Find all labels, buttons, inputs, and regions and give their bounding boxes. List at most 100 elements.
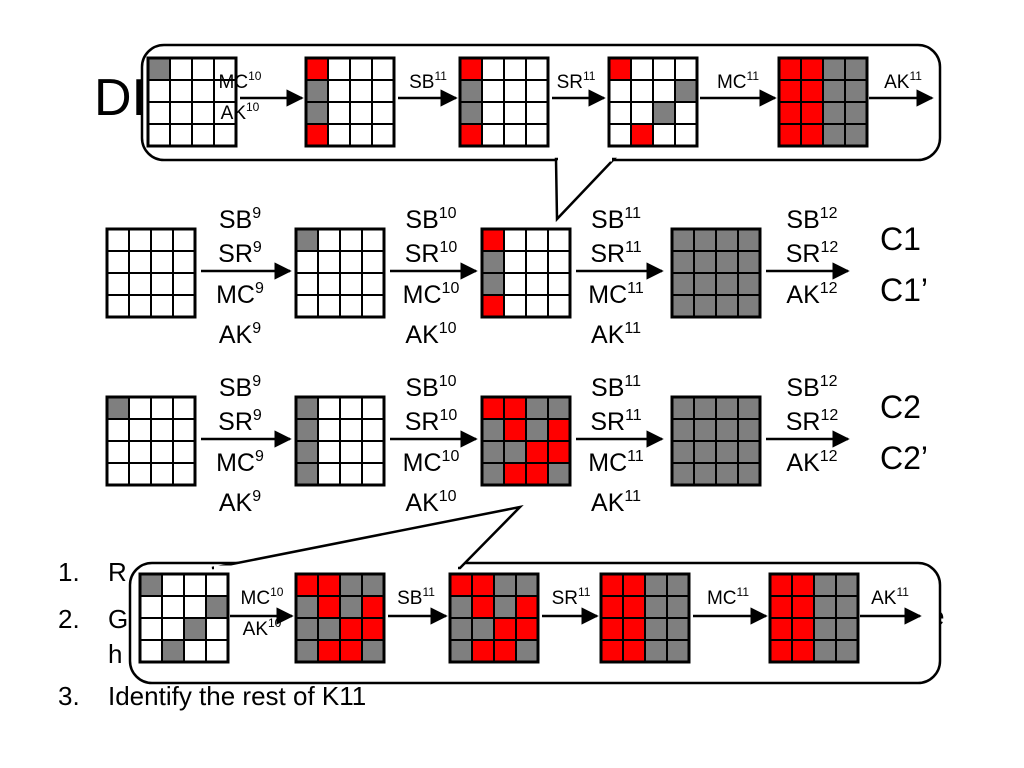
op-label: SB11: [397, 585, 435, 609]
state-cell: [349, 101, 373, 125]
state-cell: [503, 272, 527, 296]
state-cell: [169, 79, 193, 103]
state-cell: [481, 396, 505, 420]
state-cell: [769, 573, 793, 597]
op-label: MC11: [707, 585, 749, 609]
state-cell: [693, 250, 717, 274]
state-cell: [150, 418, 174, 442]
state-cell: [693, 294, 717, 318]
state-cell: [317, 595, 341, 619]
state-cell: [608, 57, 632, 81]
op-label: AK9: [219, 488, 261, 517]
op-round: 9: [255, 448, 264, 465]
ciphertext-label: C1: [880, 221, 921, 257]
state-cell: [295, 294, 319, 318]
state-cell: [172, 418, 196, 442]
state-cell: [305, 123, 329, 147]
op-round: 11: [624, 205, 641, 222]
state-cell: [800, 57, 824, 81]
state-cell: [608, 79, 632, 103]
op-round: 12: [820, 205, 838, 222]
state-cell: [715, 418, 739, 442]
state-grid: [294, 395, 386, 487]
state-cell: [205, 595, 229, 619]
state-cell: [652, 123, 676, 147]
op-name: SR: [786, 408, 821, 436]
state-cell: [674, 101, 698, 125]
state-cell: [844, 123, 868, 147]
state-cell: [644, 639, 668, 663]
state-cell: [481, 79, 505, 103]
state-cell: [693, 440, 717, 464]
op-name: AK: [786, 449, 820, 477]
state-border: [599, 572, 691, 664]
state-cell: [525, 418, 549, 442]
list-item: 3.Identify the rest of K11: [58, 680, 366, 712]
op-label: SR10: [405, 407, 458, 436]
state-border: [105, 227, 197, 319]
state-cell: [671, 440, 695, 464]
state-cell: [715, 440, 739, 464]
state-cell: [503, 79, 527, 103]
state-cell: [800, 101, 824, 125]
state-cell: [547, 294, 571, 318]
state-cell: [481, 123, 505, 147]
state-cell: [172, 440, 196, 464]
state-cell: [339, 294, 363, 318]
state-cell: [191, 101, 215, 125]
state-cell: [161, 617, 185, 641]
state-cell: [183, 595, 207, 619]
state-cell: [547, 272, 571, 296]
state-cell: [361, 272, 385, 296]
state-cell: [183, 573, 207, 597]
state-cell: [459, 123, 483, 147]
op-round: 9: [253, 407, 262, 424]
ciphertext-label: C1’: [880, 272, 928, 308]
state-cell: [666, 639, 690, 663]
op-label: SR11: [590, 407, 641, 436]
state-cell: [172, 396, 196, 420]
state-cell: [652, 57, 676, 81]
state-cell: [361, 250, 385, 274]
state-cell: [106, 228, 130, 252]
state-cell: [481, 101, 505, 125]
op-label: AK10: [405, 488, 456, 517]
state-cell: [525, 272, 549, 296]
op-name: MC: [403, 449, 442, 477]
op-round: 11: [627, 280, 644, 297]
state-border: [458, 56, 550, 148]
state-cell: [106, 250, 130, 274]
state-cell: [481, 57, 505, 81]
op-name: SR: [590, 408, 625, 436]
state-cell: [459, 57, 483, 81]
op-label: MC9: [216, 280, 264, 309]
state-cell: [822, 101, 846, 125]
state-cell: [503, 101, 527, 125]
state-cell: [791, 617, 815, 641]
state-cell: [172, 272, 196, 296]
op-name: MC: [588, 449, 627, 477]
state-cell: [317, 617, 341, 641]
state-cell: [481, 418, 505, 442]
state-cell: [630, 57, 654, 81]
state-cell: [671, 228, 695, 252]
state-cell: [693, 228, 717, 252]
state-cell: [652, 79, 676, 103]
op-round: 11: [578, 585, 591, 599]
state-cell: [305, 57, 329, 81]
state-cell: [835, 639, 859, 663]
state-cell: [737, 272, 761, 296]
list-text: R: [108, 557, 127, 587]
state-cell: [778, 79, 802, 103]
state-cell: [172, 228, 196, 252]
state-border: [480, 395, 572, 487]
state-cell: [737, 294, 761, 318]
state-cell: [525, 440, 549, 464]
op-label: AK10: [405, 320, 456, 349]
op-name: AK: [591, 489, 625, 517]
state-cell: [317, 250, 341, 274]
state-cell: [813, 573, 837, 597]
state-cell: [327, 79, 351, 103]
op-label: MC10: [241, 585, 284, 609]
